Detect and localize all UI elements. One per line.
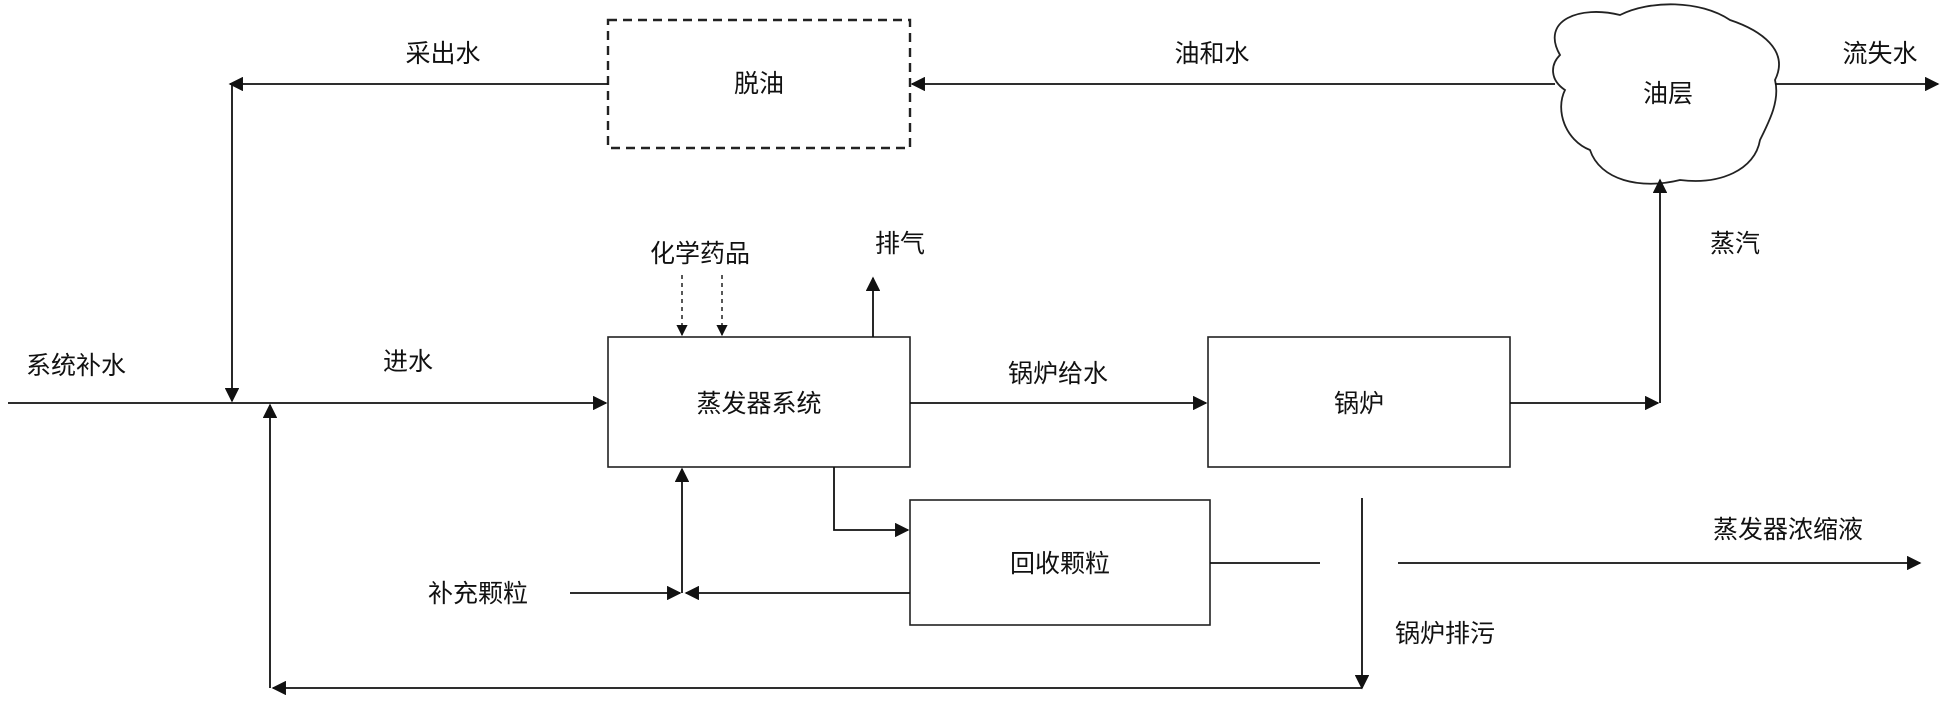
- boiler-label: 锅炉: [1334, 389, 1384, 418]
- boiler-feed-label: 锅炉给水: [1008, 359, 1108, 388]
- add-particles-label: 补充颗粒: [428, 579, 528, 608]
- chemicals-label: 化学药品: [650, 239, 750, 268]
- concentrate-label: 蒸发器浓缩液: [1713, 515, 1863, 544]
- oil-layer-cloud: [1552, 3, 1780, 185]
- evaporator-box: [607, 336, 911, 468]
- recover-label: 回收颗粒: [1010, 549, 1110, 578]
- evap-to-recover-line: [833, 467, 910, 538]
- steam-label: 蒸汽: [1710, 229, 1760, 258]
- deoil-box: [606, 18, 912, 150]
- inlet-water-label: 进水: [383, 347, 433, 376]
- lost-water-label: 流失水: [1842, 39, 1917, 68]
- deoil-label: 脱油: [734, 69, 784, 98]
- boiler-box: [1207, 336, 1511, 468]
- produced-water-label: 采出水: [405, 39, 480, 68]
- makeup-water-label: 系统补水: [26, 351, 126, 380]
- recover-box: [909, 499, 1211, 626]
- vent-label: 排气: [875, 229, 925, 258]
- evaporator-label: 蒸发器系统: [696, 389, 821, 418]
- blowdown-label: 锅炉排污: [1395, 619, 1495, 648]
- oil-layer-label: 油层: [1643, 79, 1693, 108]
- oil-water-label: 油和水: [1174, 39, 1249, 68]
